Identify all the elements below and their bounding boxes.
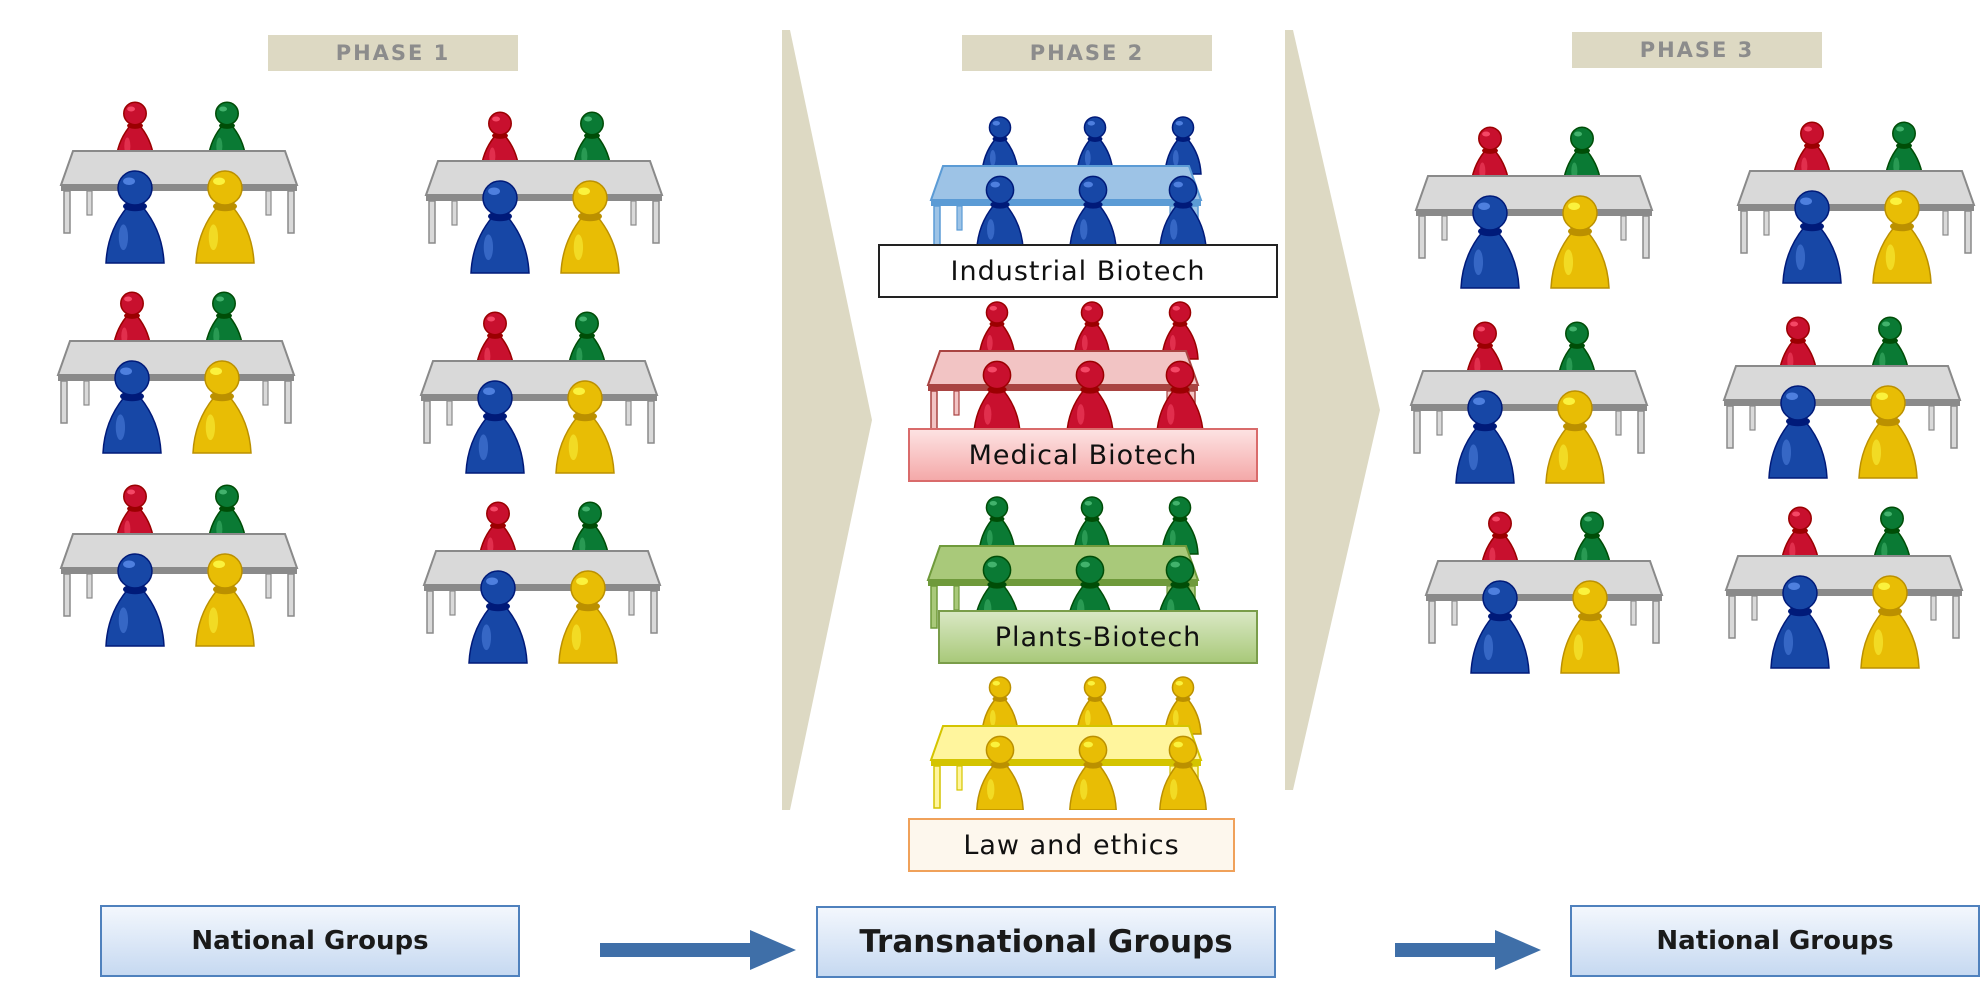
pawn-figure xyxy=(1460,195,1520,289)
pawn-figure xyxy=(976,735,1024,810)
national-group xyxy=(1409,321,1649,484)
national-group xyxy=(56,291,296,454)
national-group xyxy=(422,501,662,664)
transnational-group-industrial xyxy=(929,116,1207,250)
pawn-figure xyxy=(1159,735,1207,810)
pawn-figure xyxy=(470,180,530,274)
pawn-figure xyxy=(1768,385,1828,479)
table xyxy=(929,725,1203,809)
table xyxy=(424,160,664,244)
phase-2-label: PHASE 2 xyxy=(962,35,1212,71)
pawn-figure xyxy=(555,380,615,474)
table xyxy=(1724,555,1964,639)
pawn-figure xyxy=(1872,190,1932,284)
pawn-figure xyxy=(1069,175,1117,250)
table xyxy=(422,550,662,634)
national-group xyxy=(1414,126,1654,289)
table xyxy=(59,533,299,617)
category-medical-biotech: Medical Biotech xyxy=(908,428,1258,482)
pawn-figure xyxy=(102,360,162,454)
pawn-figure xyxy=(558,570,618,664)
national-group xyxy=(419,311,659,474)
national-groups-box-left: National Groups xyxy=(100,905,520,977)
pawn-figure xyxy=(1860,575,1920,669)
transnational-groups-box: Transnational Groups xyxy=(816,906,1276,978)
national-group xyxy=(1424,511,1664,674)
pawn-figure xyxy=(1156,360,1204,435)
national-group xyxy=(1724,506,1964,669)
national-groups-box-right: National Groups xyxy=(1570,905,1980,977)
table xyxy=(1414,175,1654,259)
table xyxy=(929,165,1203,249)
pawn-figure xyxy=(1159,175,1207,250)
pawn-figure xyxy=(973,360,1021,435)
pawn-figure xyxy=(465,380,525,474)
category-industrial-biotech: Industrial Biotech xyxy=(878,244,1278,298)
pawn-figure xyxy=(1455,390,1515,484)
pawn-figure xyxy=(1560,580,1620,674)
pawn-figure xyxy=(1782,190,1842,284)
pawn-figure xyxy=(1470,580,1530,674)
pawn-figure xyxy=(195,170,255,264)
national-group xyxy=(1736,121,1976,284)
pawn-figure xyxy=(976,175,1024,250)
phase-separator-1 xyxy=(782,30,872,810)
transnational-group-plants xyxy=(926,496,1204,630)
pawn-figure xyxy=(1156,555,1204,630)
transnational-group-law xyxy=(929,676,1207,810)
table xyxy=(926,350,1200,434)
national-group xyxy=(59,484,299,647)
phase-separator-2 xyxy=(1285,30,1380,790)
table xyxy=(1736,170,1976,254)
pawn-figure xyxy=(105,170,165,264)
pawn-figure xyxy=(468,570,528,664)
pawn-figure xyxy=(1550,195,1610,289)
table xyxy=(59,150,299,234)
phase-3-label: PHASE 3 xyxy=(1572,32,1822,68)
pawn-figure xyxy=(192,360,252,454)
pawn-figure xyxy=(1161,301,1199,360)
phase-1-label: PHASE 1 xyxy=(268,35,518,71)
national-group xyxy=(424,111,664,274)
table xyxy=(1424,560,1664,644)
pawn-figure xyxy=(1545,390,1605,484)
category-plants-biotech: Plants-Biotech xyxy=(938,610,1258,664)
pawn-figure xyxy=(1770,575,1830,669)
pawn-figure xyxy=(1858,385,1918,479)
right-arrow-icon xyxy=(600,930,796,970)
pawn-figure xyxy=(1069,735,1117,810)
table xyxy=(1722,365,1962,449)
category-law-and-ethics: Law and ethics xyxy=(908,818,1235,872)
pawn-figure xyxy=(195,553,255,647)
pawn-figure xyxy=(560,180,620,274)
table xyxy=(1409,370,1649,454)
table xyxy=(419,360,659,444)
right-arrow-icon xyxy=(1395,930,1541,970)
pawn-figure xyxy=(105,553,165,647)
transnational-group-medical xyxy=(926,301,1204,435)
pawn-figure xyxy=(1066,360,1114,435)
national-group xyxy=(1722,316,1962,479)
table xyxy=(56,340,296,424)
national-group xyxy=(59,101,299,264)
